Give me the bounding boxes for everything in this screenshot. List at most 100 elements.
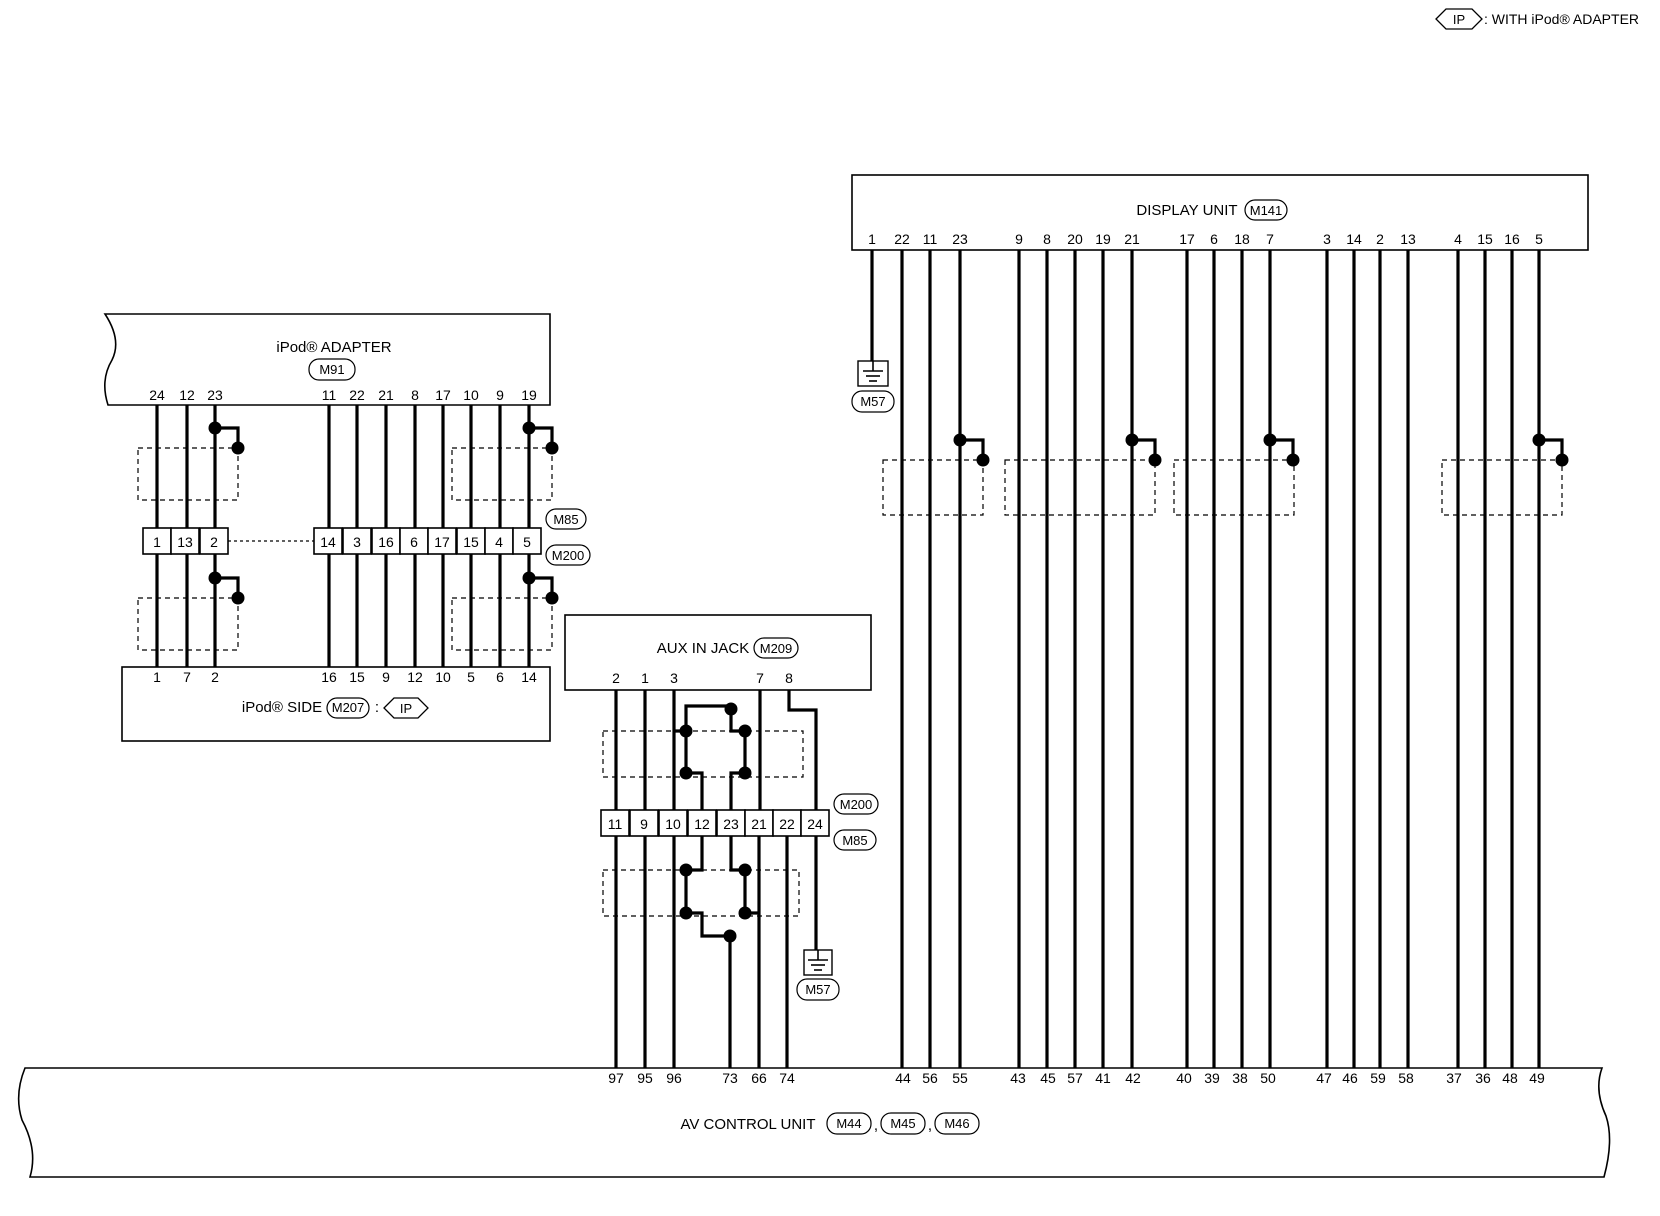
wire-aux: [787, 690, 818, 810]
av-control-unit-pin: 36: [1475, 1070, 1491, 1086]
av-control-unit-pin: 49: [1529, 1070, 1545, 1086]
av-control-unit-pin: 50: [1260, 1070, 1276, 1086]
av-control-unit-pin: 44: [895, 1070, 911, 1086]
joint-cell-label: 2: [210, 534, 218, 550]
display-unit-pin: 1: [868, 231, 876, 247]
aux-in-jack-pin: 1: [641, 670, 649, 686]
joint-cell: [427, 527, 457, 555]
av-connector-2: M45: [890, 1116, 915, 1131]
display-unit-title: DISPLAY UNIT: [1136, 202, 1237, 219]
shield-drain: [529, 576, 554, 598]
display-unit-pin: 20: [1067, 231, 1083, 247]
joint-cell-label: 6: [410, 534, 418, 550]
shield-drain: [215, 426, 240, 448]
joint-cell-label: 9: [640, 816, 648, 832]
av-control-unit-pin: 42: [1125, 1070, 1141, 1086]
joint-cell-label: 23: [723, 816, 739, 832]
shield-box: [1441, 459, 1563, 516]
av-control-unit-pin: 41: [1095, 1070, 1111, 1086]
shield-box: [451, 597, 553, 651]
av-control-unit-pin: 40: [1176, 1070, 1192, 1086]
av-control-unit-pin: 58: [1398, 1070, 1414, 1086]
aux-in-jack-title: AUX IN JACK: [657, 640, 750, 657]
ipod-side-pin: 12: [407, 669, 423, 685]
splice-dot: [522, 571, 536, 585]
ipod-adapter-pin: 22: [349, 387, 365, 403]
splice-dot: [724, 702, 738, 716]
splice-dot: [1148, 453, 1162, 467]
splice-dot: [738, 863, 752, 877]
splice-dot: [953, 433, 967, 447]
aux-in-jack-pin: 2: [612, 670, 620, 686]
display-unit-pin: 4: [1454, 231, 1462, 247]
av-control-unit-pin: 73: [722, 1070, 738, 1086]
display-unit-pin: 9: [1015, 231, 1023, 247]
av-control-unit-pin: 47: [1316, 1070, 1332, 1086]
display-unit-pin: 2: [1376, 231, 1384, 247]
splice-dot: [738, 724, 752, 738]
ipod-side-title: iPod® SIDE: [242, 699, 322, 716]
splice-dot: [522, 421, 536, 435]
splice-dot: [679, 766, 693, 780]
av-control-unit-pin: 66: [751, 1070, 767, 1086]
splice-dot: [545, 591, 559, 605]
av-control-unit-pin: 43: [1010, 1070, 1026, 1086]
jc-aux-connector-top: M200: [840, 797, 873, 812]
splice-dot: [679, 863, 693, 877]
av-control-unit-pin: 38: [1232, 1070, 1248, 1086]
joint-cell: [716, 809, 746, 837]
ipod-side-pin: 10: [435, 669, 451, 685]
av-connector-3: M46: [944, 1116, 969, 1131]
shield-drain: [960, 438, 985, 460]
display-unit-pin: 3: [1323, 231, 1331, 247]
splice-dot: [545, 441, 559, 455]
joint-cell-label: 10: [665, 816, 681, 832]
display-unit-pin: 6: [1210, 231, 1218, 247]
ipod-adapter-pin: 17: [435, 387, 451, 403]
av-control-unit-pin: 57: [1067, 1070, 1083, 1086]
joint-cell: [512, 527, 542, 555]
shield-drain: [1539, 438, 1564, 460]
ip-symbol-text: IP: [400, 701, 412, 716]
splice-dot: [231, 591, 245, 605]
splice-dots: [208, 421, 1569, 943]
jc-left-connector-bottom: M200: [552, 548, 585, 563]
splice-dot: [679, 724, 693, 738]
shield-box: [451, 447, 553, 501]
shield-drain: [1132, 438, 1157, 460]
display-unit-pin: 14: [1346, 231, 1362, 247]
joint-cell-label: 24: [807, 816, 823, 832]
jc-aux-connector-bottom: M85: [842, 833, 867, 848]
ipod-side-separator: :: [375, 699, 379, 716]
av-control-unit-pin: 37: [1446, 1070, 1462, 1086]
av-control-unit-pin: 56: [922, 1070, 938, 1086]
shield-net: [684, 836, 732, 1068]
ground-aux-connector: M57: [805, 982, 830, 997]
ipod-adapter-title: iPod® ADAPTER: [276, 339, 391, 356]
joint-cell-label: 21: [751, 816, 767, 832]
joint-cell-label: 15: [463, 534, 479, 550]
av-control-unit-pin: 55: [952, 1070, 968, 1086]
ipod-adapter-pin: 19: [521, 387, 537, 403]
av-control-unit-pin: 95: [637, 1070, 653, 1086]
ipod-adapter-pin: 11: [322, 387, 337, 403]
joint-cell-label: 3: [353, 534, 361, 550]
aux-in-jack-box: [564, 614, 872, 691]
shield-drain: [529, 426, 554, 448]
ground-aux-connector-oval: [796, 978, 840, 1001]
shield-box: [602, 869, 800, 917]
joint-cell: [170, 527, 200, 555]
ipod-side-connector: M207: [332, 700, 365, 715]
av-control-unit-pin: 97: [608, 1070, 624, 1086]
display-unit-pin: 15: [1477, 231, 1493, 247]
ground-display-connector: M57: [860, 394, 885, 409]
ip-symbol-legend-text: IP: [1453, 12, 1465, 27]
ground-aux: M57: [796, 949, 840, 1001]
ip-symbol: [383, 697, 429, 719]
joint-cell-label: 13: [177, 534, 193, 550]
display-unit-pin: 8: [1043, 231, 1051, 247]
